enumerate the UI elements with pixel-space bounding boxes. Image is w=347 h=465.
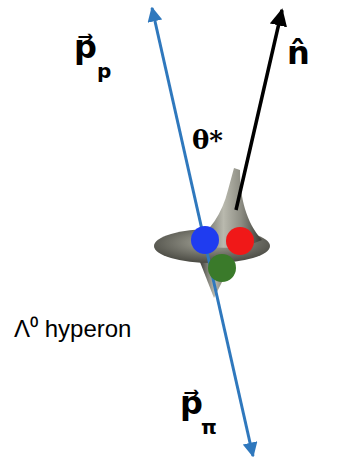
axis-symbol: n̂ (287, 36, 310, 71)
subscript: p (97, 60, 111, 82)
angle-symbol: θ* (192, 126, 223, 155)
momentum-line (152, 8, 253, 456)
momentum-symbol: p⃗ (180, 386, 203, 421)
quark-red (226, 227, 254, 255)
particle-name: Λ⁰ hyperon (14, 316, 131, 342)
momentum-symbol: p⃗ (74, 30, 97, 65)
spin-axis-arrow (236, 10, 282, 210)
quark-green (208, 254, 236, 282)
subscript: π (201, 416, 217, 438)
quark-blue (191, 226, 219, 254)
